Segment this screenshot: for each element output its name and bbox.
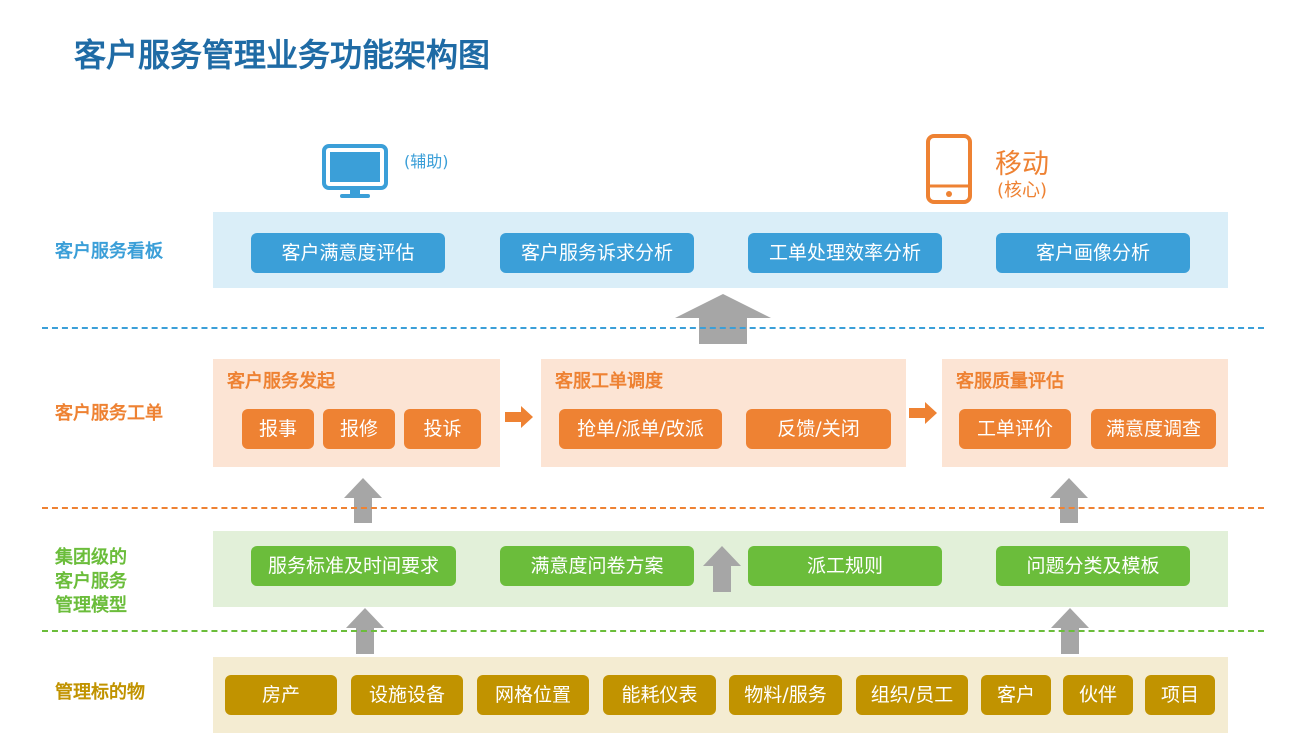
group-title: 客服质量评估 (956, 371, 1064, 392)
workorder-item[interactable]: 报事 (242, 409, 314, 449)
separator-line (42, 507, 1264, 509)
dashboard-item[interactable]: 客户满意度评估 (251, 233, 445, 273)
workorder-item[interactable]: 抢单/派单/改派 (559, 409, 722, 449)
desktop-label: (辅助) (404, 152, 449, 171)
object-item[interactable]: 网格位置 (477, 675, 589, 715)
row-label-workorder: 客户服务工单 (55, 403, 163, 424)
model-item[interactable]: 派工规则 (748, 546, 942, 586)
mobile-label: 移动 (995, 149, 1049, 180)
object-item[interactable]: 能耗仪表 (603, 675, 716, 715)
object-item[interactable]: 物料/服务 (729, 675, 842, 715)
object-item[interactable]: 客户 (981, 675, 1051, 715)
arrow-up-icon (1050, 478, 1088, 523)
workorder-item[interactable]: 工单评价 (959, 409, 1071, 449)
row-label-objects: 管理标的物 (55, 682, 145, 703)
mobile-sublabel: (核心) (996, 180, 1048, 201)
dashboard-item[interactable]: 客户画像分析 (996, 233, 1190, 273)
workorder-item[interactable]: 满意度调查 (1091, 409, 1216, 449)
object-item[interactable]: 房产 (225, 675, 337, 715)
monitor-icon (322, 144, 388, 200)
arrow-up-icon (675, 294, 771, 344)
phone-icon (926, 134, 972, 204)
separator-line (42, 327, 1264, 329)
page-title: 客户服务管理业务功能架构图 (74, 36, 491, 74)
model-item[interactable]: 问题分类及模板 (996, 546, 1190, 586)
row-label-model-2: 客户服务 (55, 571, 127, 592)
object-item[interactable]: 设施设备 (351, 675, 463, 715)
group-title: 客服工单调度 (555, 371, 663, 392)
arrow-right-icon (909, 402, 937, 424)
row-label-dashboard: 客户服务看板 (55, 241, 163, 262)
group-title: 客户服务发起 (227, 371, 335, 392)
dashboard-item[interactable]: 客户服务诉求分析 (500, 233, 694, 273)
workorder-item[interactable]: 报修 (323, 409, 395, 449)
arrow-up-icon (344, 478, 382, 523)
row-label-model-1: 集团级的 (55, 547, 127, 568)
workorder-item[interactable]: 反馈/关闭 (746, 409, 891, 449)
arrow-up-icon (703, 546, 741, 592)
object-item[interactable]: 项目 (1145, 675, 1215, 715)
model-item[interactable]: 满意度问卷方案 (500, 546, 694, 586)
object-item[interactable]: 组织/员工 (856, 675, 968, 715)
workorder-item[interactable]: 投诉 (404, 409, 481, 449)
arrow-right-icon (505, 406, 533, 428)
object-item[interactable]: 伙伴 (1063, 675, 1133, 715)
row-label-model-3: 管理模型 (55, 595, 127, 616)
model-item[interactable]: 服务标准及时间要求 (251, 546, 456, 586)
dashboard-item[interactable]: 工单处理效率分析 (748, 233, 942, 273)
separator-line (42, 630, 1264, 632)
